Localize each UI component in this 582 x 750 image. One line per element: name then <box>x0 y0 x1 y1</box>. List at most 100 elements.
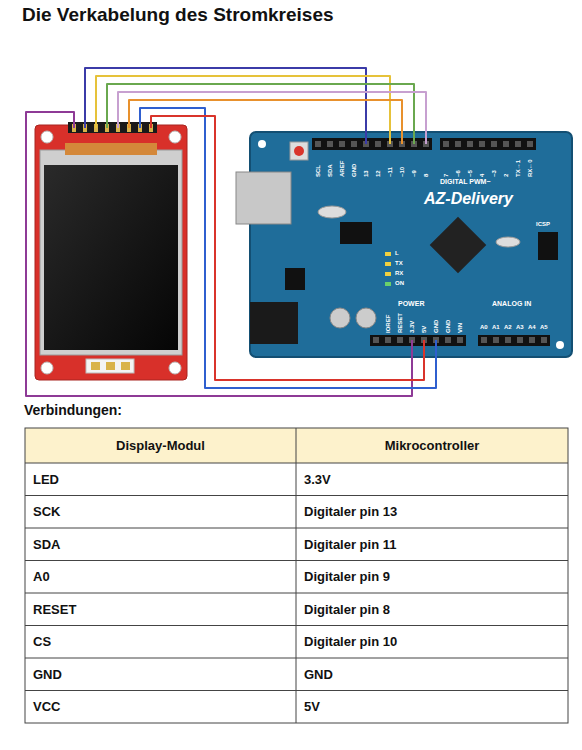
header-pin <box>375 141 381 147</box>
section-heading: Verbindungen: <box>24 402 122 418</box>
header-pin <box>385 337 391 343</box>
table-cell: Digitaler pin 13 <box>296 496 568 529</box>
arduino-board <box>250 132 572 357</box>
solder-pad <box>121 362 130 370</box>
header-pin <box>457 337 463 343</box>
board-label: ANALOG IN <box>492 300 531 308</box>
header-pin <box>339 141 345 147</box>
header-pin <box>479 141 485 147</box>
wire-reset <box>118 92 426 144</box>
status-led <box>385 282 391 286</box>
brand-logo: AZ-Delivery <box>424 190 513 208</box>
pin-label: ~3 <box>491 170 498 177</box>
table-cell: LED <box>25 463 296 496</box>
mounting-hole <box>258 140 266 148</box>
board-label: DIGITAL PWM~ <box>440 178 491 186</box>
pin-label: GND <box>445 320 452 333</box>
page-title: Die Verkabelung des Stromkreises <box>22 4 334 26</box>
microcontroller-chip <box>430 217 487 274</box>
icsp-header <box>538 232 558 260</box>
usb-port <box>236 172 291 224</box>
crystal <box>318 206 346 218</box>
capacitor <box>356 308 376 328</box>
wire-vcc <box>151 116 424 380</box>
table-border <box>25 428 568 723</box>
table-cell: SCK <box>25 496 296 529</box>
table-cell: GND <box>296 658 568 691</box>
table-cell: GND <box>25 658 296 691</box>
board-label: ICSP <box>536 221 550 228</box>
mounting-hole <box>169 131 181 143</box>
board-label: POWER <box>398 300 424 308</box>
pin-label: GND <box>433 320 440 333</box>
pin-label: 13 <box>363 170 370 177</box>
pin-label: ~10 <box>399 167 406 177</box>
reset-button <box>290 142 308 160</box>
table-header: Mikrocontroller <box>296 428 568 463</box>
mounting-hole <box>41 362 53 374</box>
pin-label: ~5 <box>467 170 474 177</box>
pin-label: AREF <box>339 161 346 177</box>
solder-pad <box>91 362 100 370</box>
header-pin <box>481 337 487 343</box>
pin-label: TX→1 <box>515 160 522 177</box>
table-cell: Digitaler pin 11 <box>296 528 568 561</box>
wire-sck <box>85 68 366 144</box>
table-cell: A0 <box>25 561 296 594</box>
solder-pad <box>106 362 115 370</box>
status-led <box>385 252 391 256</box>
mounting-hole <box>41 131 53 143</box>
table-cell: 5V <box>296 691 568 724</box>
pin-label: RX←0 <box>527 159 534 177</box>
header-pin <box>373 337 379 343</box>
table-cell: Digitaler pin 10 <box>296 626 568 659</box>
led-label: L <box>395 250 399 257</box>
ribbon-cable <box>65 143 157 155</box>
pin-label: A2 <box>504 324 512 331</box>
pin-label: 12 <box>375 170 382 177</box>
led-label: ON <box>395 280 404 287</box>
header-pin <box>503 141 509 147</box>
pin-label: A3 <box>516 324 524 331</box>
pin-label: GND <box>351 164 358 177</box>
usb-chip <box>340 222 372 244</box>
pin-header <box>68 122 157 133</box>
header-pin <box>517 337 523 343</box>
pin-header <box>370 335 466 346</box>
pin-label: A5 <box>540 324 548 331</box>
wire-cs <box>129 100 402 144</box>
crystal <box>496 237 520 247</box>
reset-button-cap <box>294 146 304 156</box>
voltage-regulator <box>285 268 305 290</box>
header-pin <box>505 337 511 343</box>
pin-label: 8 <box>423 174 430 177</box>
header-pin <box>351 141 357 147</box>
pin-label: 3.3V <box>409 321 416 333</box>
pin-label: A1 <box>492 324 500 331</box>
wire-led <box>26 112 412 396</box>
table-cell: VCC <box>25 691 296 724</box>
pin-label: 7 <box>443 174 450 177</box>
header-pin <box>327 141 333 147</box>
table-cell: SDA <box>25 528 296 561</box>
header-pin <box>527 141 533 147</box>
header-pin <box>315 141 321 147</box>
tft-screen <box>44 165 178 350</box>
mounting-hole <box>169 362 181 374</box>
header-pin <box>529 337 535 343</box>
pin-label: IOREF <box>385 315 392 333</box>
table-cell: RESET <box>25 593 296 626</box>
table-rule <box>296 428 297 723</box>
pin-label: 4 <box>479 174 486 177</box>
capacitor <box>330 308 350 328</box>
header-pin <box>443 141 449 147</box>
table-cell: Digitaler pin 9 <box>296 561 568 594</box>
header-pin <box>491 141 497 147</box>
header-pin <box>455 141 461 147</box>
table-cell: 3.3V <box>296 463 568 496</box>
pin-label: SDA <box>327 164 334 177</box>
pin-label: 2 <box>503 174 510 177</box>
dc-jack <box>250 302 298 344</box>
table-cell: Digitaler pin 8 <box>296 593 568 626</box>
mounting-hole <box>556 341 564 349</box>
